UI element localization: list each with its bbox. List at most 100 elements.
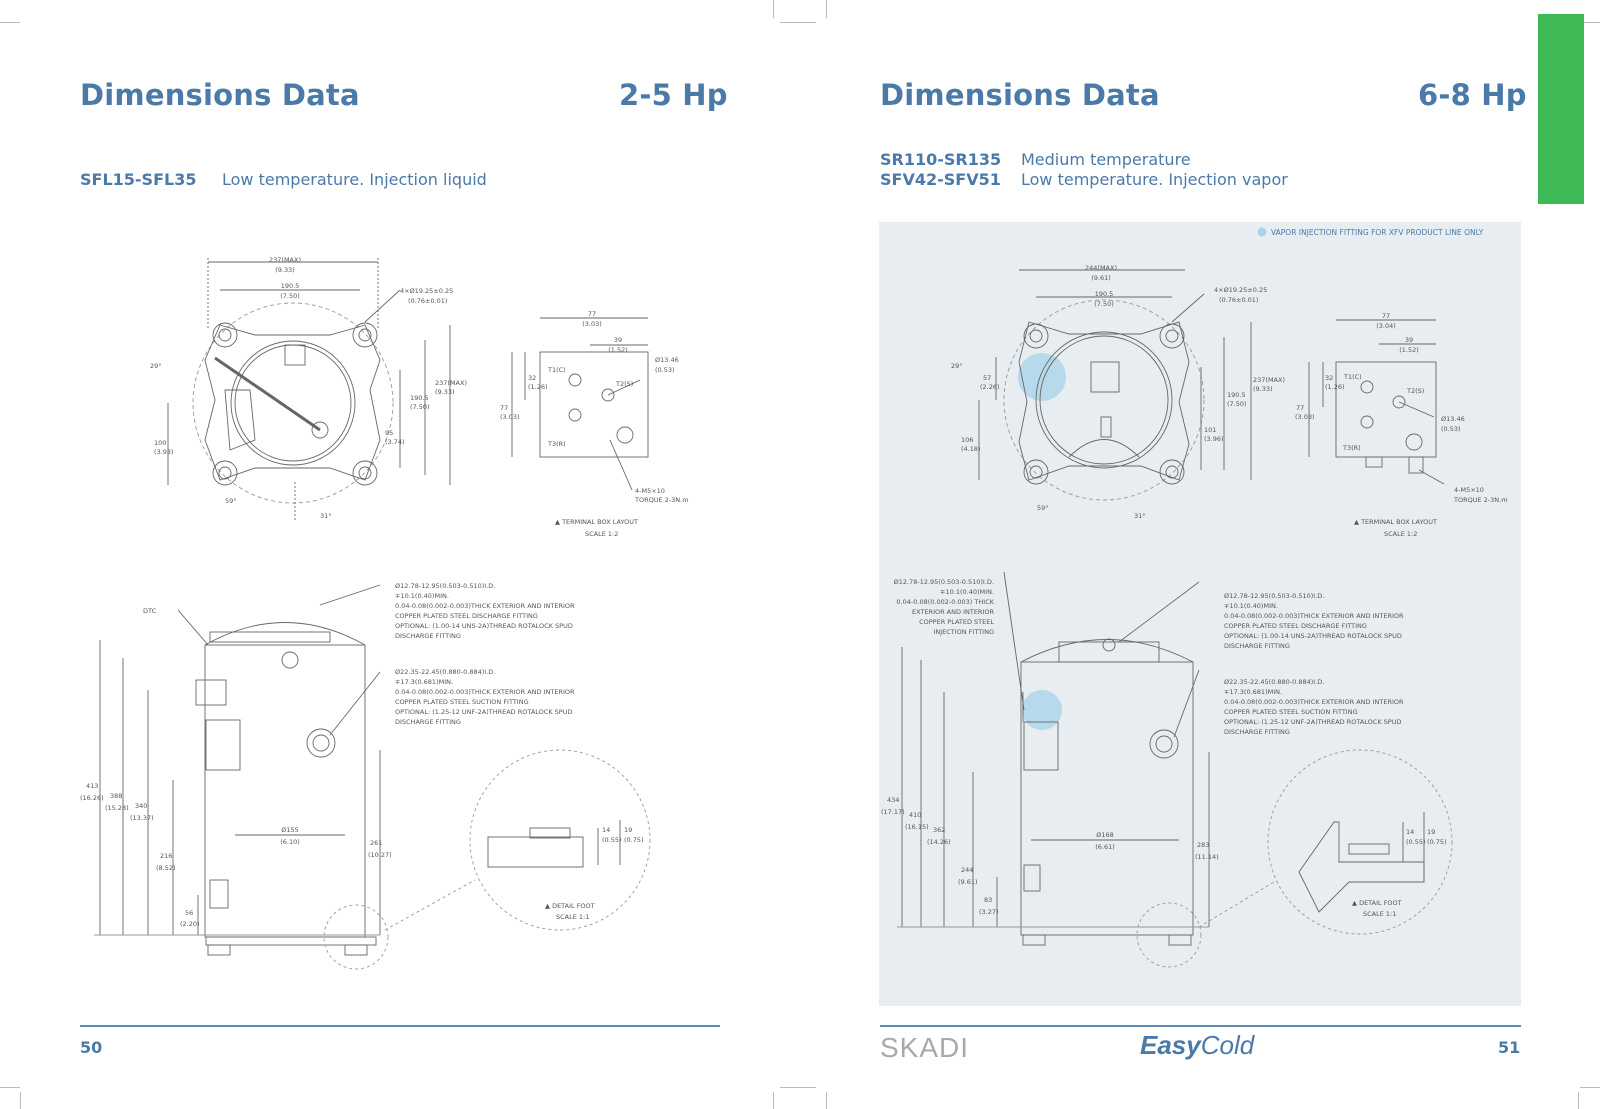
svg-text:0.04-0.08(0.002-0.003) THICK: 0.04-0.08(0.002-0.003) THICK — [896, 598, 994, 606]
section-tab — [1538, 14, 1584, 204]
dim-label: 244(MAX) — [1085, 264, 1117, 272]
svg-text:EXTERIOR AND INTERIOR: EXTERIOR AND INTERIOR — [912, 608, 994, 616]
terminal-label: T1(C) — [1343, 373, 1362, 381]
dim-label: 410 — [909, 811, 921, 819]
dim-label: (0.55) — [1406, 838, 1426, 846]
left-footer-rule — [80, 1025, 720, 1027]
dim-label: (6.61) — [1095, 843, 1115, 851]
dim-label: 237(MAX) — [435, 379, 467, 387]
terminal-caption: ▲ TERMINAL BOX LAYOUT — [1354, 518, 1437, 526]
crop-mark — [826, 1092, 827, 1109]
dim-label: Ø168 — [1096, 831, 1114, 839]
dim-label: 77 — [500, 404, 508, 412]
terminal-scale: SCALE 1:2 — [1384, 530, 1417, 538]
svg-text:COPPER PLATED STEEL DISCHARGE: COPPER PLATED STEEL DISCHARGE FITTING — [395, 612, 538, 620]
suction-note: Ø22.35-22.45(0.880-0.884)I.D. ∓17.3(0.68… — [395, 668, 575, 726]
svg-text:OPTIONAL: (1.25-12 UNF-2A)THRE: OPTIONAL: (1.25-12 UNF-2A)THREAD ROTALOC… — [1224, 718, 1401, 726]
dim-label: (9.33) — [275, 266, 295, 274]
svg-text:0.04-0.08(0.002-0.003)THICK EX: 0.04-0.08(0.002-0.003)THICK EXTERIOR AND… — [395, 602, 575, 610]
dtc-label: DTC — [143, 607, 157, 615]
svg-text:OPTIONAL: (1.00-14 UNS-2A)THRE: OPTIONAL: (1.00-14 UNS-2A)THREAD ROTALOC… — [395, 622, 573, 630]
dim-label: (3.04) — [1376, 322, 1396, 330]
dim-label: 237(MAX) — [1253, 376, 1285, 384]
foot-caption: ▲ DETAIL FOOT — [1352, 899, 1402, 907]
svg-text:DISCHARGE FITTING: DISCHARGE FITTING — [1224, 728, 1290, 736]
svg-text:OPTIONAL: (1.00-14 UNS-2A)THRE: OPTIONAL: (1.00-14 UNS-2A)THREAD ROTALOC… — [1224, 632, 1402, 640]
discharge-note: Ø12.78-12.95(0.503-0.510)I.D. ∓10.1(0.40… — [1224, 592, 1404, 650]
skadi-logo: SKADI — [880, 1032, 970, 1063]
crop-mark — [773, 1092, 774, 1109]
foot-scale: SCALE 1:1 — [1363, 910, 1396, 918]
dim-label: 340 — [135, 802, 147, 810]
dim-label: 77 — [1382, 312, 1390, 320]
right-hp-range: 6-8 Hp — [1418, 78, 1527, 112]
dim-label: (14.26) — [927, 838, 951, 846]
dim-label: 83 — [984, 896, 992, 904]
crop-mark — [780, 22, 816, 23]
left-page-title: Dimensions Data — [80, 78, 360, 112]
dim-label: (3.27) — [979, 908, 999, 916]
svg-text:∓10.1(0.40)MIN.: ∓10.1(0.40)MIN. — [1224, 602, 1278, 610]
legend-text: VAPOR INJECTION FITTING FOR XFV PRODUCT … — [1271, 228, 1484, 237]
dim-label: (0.76±0.01) — [1219, 296, 1258, 304]
left-model-description: Low temperature. Injection liquid — [222, 170, 487, 189]
dim-label: (13.37) — [130, 814, 154, 822]
angle-label: 31° — [320, 512, 332, 520]
dim-label: (9.33) — [435, 388, 455, 396]
dim-label: (1.52) — [1399, 346, 1419, 354]
svg-text:∓10.1(0.40)MIN.: ∓10.1(0.40)MIN. — [940, 588, 994, 596]
angle-label: 31° — [1134, 512, 1146, 520]
crop-mark — [0, 22, 20, 23]
dim-label: TORQUE 2-3N.m — [1453, 496, 1508, 504]
dim-label: TORQUE 2-3N.m — [634, 496, 689, 504]
dim-label: (2.26) — [980, 383, 1000, 391]
dim-label: (0.53) — [1441, 425, 1461, 433]
injection-highlight — [1018, 353, 1066, 401]
right-model-range-2: SFV42-SFV51 — [880, 170, 1001, 189]
dim-label: 39 — [1405, 336, 1413, 344]
suction-note: Ø22.35-22.45(0.880-0.884)I.D. ∓17.3(0.68… — [1224, 678, 1404, 736]
dim-label: (3.03) — [582, 320, 602, 328]
crop-mark — [20, 1092, 21, 1109]
dim-label: (1.26) — [528, 383, 548, 391]
terminal-label: T2(S) — [1406, 387, 1424, 395]
dim-label: 4×Ø19.25±0.25 — [400, 287, 453, 295]
dim-label: 56 — [185, 909, 193, 917]
dim-label: Ø13.46 — [655, 356, 679, 364]
dim-label: 244 — [961, 866, 973, 874]
dim-label: 100 — [154, 439, 166, 447]
legend-dot-icon — [1257, 227, 1267, 237]
angle-label: 59° — [1037, 504, 1049, 512]
dim-label: 101 — [1204, 426, 1216, 434]
svg-text:COPPER PLATED STEEL: COPPER PLATED STEEL — [919, 618, 994, 626]
crop-mark — [826, 0, 827, 18]
dim-label: (7.50) — [1227, 400, 1247, 408]
dim-label: (1.52) — [608, 346, 628, 354]
right-page-number: 51 — [1498, 1038, 1521, 1057]
dim-label: (10.27) — [368, 851, 392, 859]
crop-mark — [773, 0, 774, 18]
dim-label: 19 — [624, 826, 632, 834]
crop-mark — [780, 1087, 816, 1088]
dim-label: 106 — [961, 436, 973, 444]
dim-label: (3.93) — [154, 448, 174, 456]
dim-label: (0.76±0.01) — [408, 297, 447, 305]
dim-label: 95 — [385, 429, 393, 437]
right-footer-rule — [880, 1025, 1521, 1027]
dim-label: (3.03) — [500, 413, 520, 421]
dim-label: 39 — [614, 336, 622, 344]
dim-label: (7.50) — [1094, 300, 1114, 308]
dim-label: 237(MAX) — [269, 256, 301, 264]
drawing-panel — [879, 222, 1521, 1006]
dim-label: Ø13.46 — [1441, 415, 1465, 423]
dim-label: 19 — [1427, 828, 1435, 836]
svg-text:0.04-0.08(0.002-0.003)THICK EX: 0.04-0.08(0.002-0.003)THICK EXTERIOR AND… — [1224, 698, 1404, 706]
dim-label: 4-M5×10 — [1454, 486, 1484, 494]
dim-label: 261 — [370, 839, 382, 847]
left-page-number: 50 — [80, 1038, 103, 1057]
left-model-range: SFL15-SFL35 — [80, 170, 197, 189]
svg-text:∓17.3(0.681)MIN.: ∓17.3(0.681)MIN. — [395, 678, 453, 686]
dim-label: (3.74) — [385, 438, 405, 446]
dim-label: 77 — [588, 310, 596, 318]
dim-label: (16.26) — [80, 794, 104, 802]
